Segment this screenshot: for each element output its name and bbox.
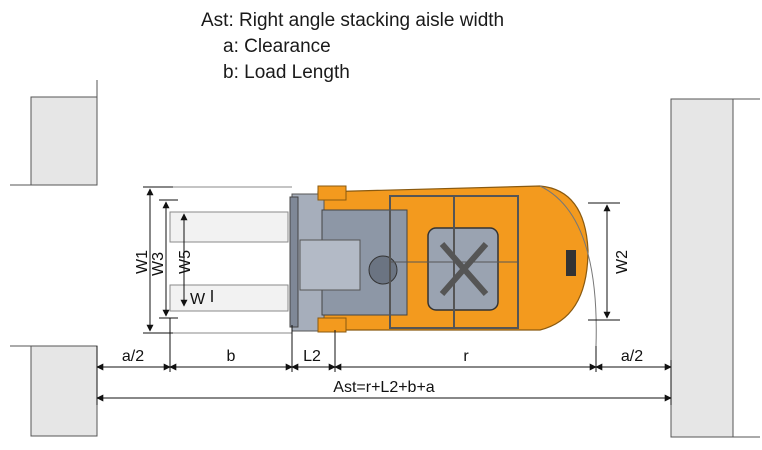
rack-bottom-left [10, 345, 98, 437]
label-w: W [190, 291, 206, 308]
rack-top-left [10, 80, 98, 186]
dim-a-half-right: a/2 [595, 348, 672, 371]
legend-title: Ast: Right angle stacking aisle width [201, 10, 505, 31]
legend-load-length: b: Load Length [223, 62, 350, 83]
label-r: r [463, 348, 469, 365]
wall-right [670, 98, 760, 438]
label-b: b [227, 348, 236, 365]
dim-a-half-left: a/2 [96, 348, 171, 371]
dim-r: r [334, 348, 597, 371]
label-w5: W5 [177, 250, 194, 274]
turning-arc [539, 185, 597, 347]
extension-lines [96, 186, 672, 405]
dim-ast: Ast=r+L2+b+a [96, 379, 672, 402]
dim-w5: W5 [177, 213, 194, 307]
legend: Ast: Right angle stacking aisle width a:… [201, 8, 504, 86]
label-l2: L2 [303, 348, 321, 365]
label-a-half-right: a/2 [621, 348, 643, 365]
forks [169, 186, 292, 334]
dim-l2: L2 [291, 348, 336, 371]
dim-w2: W2 [603, 204, 631, 319]
label-w2: W2 [614, 250, 631, 274]
dim-w: W [190, 290, 213, 308]
forklift [289, 185, 589, 333]
dim-w3: W3 [150, 201, 170, 317]
legend-clearance: a: Clearance [223, 36, 331, 57]
label-w3: W3 [150, 252, 167, 276]
label-ast: Ast=r+L2+b+a [333, 379, 435, 396]
dim-b: b [169, 348, 293, 371]
label-w1: W1 [134, 250, 151, 274]
dim-w1: W1 [134, 188, 154, 332]
label-a-half-left: a/2 [122, 348, 144, 365]
